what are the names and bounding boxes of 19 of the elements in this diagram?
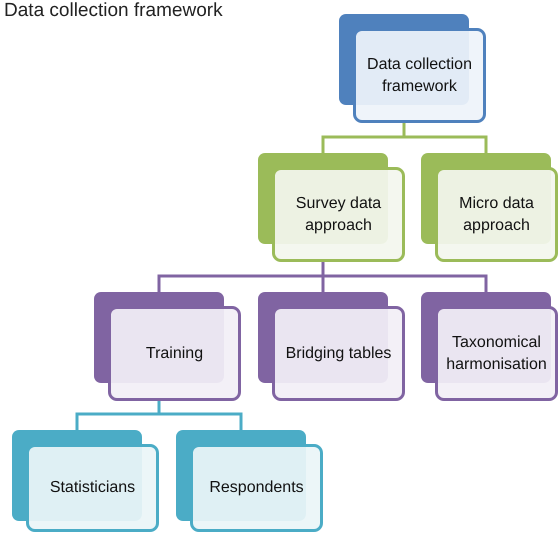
- connector-line: [158, 401, 242, 430]
- stacked-card: [12, 430, 159, 532]
- stacked-card: [176, 430, 323, 532]
- card-label: Training: [146, 344, 204, 364]
- stacked-card: [94, 292, 241, 401]
- stacked-card: [339, 14, 486, 123]
- card-label: Survey data approach: [294, 194, 382, 236]
- card-label: Statisticians: [50, 478, 136, 498]
- card-label: Bridging tables: [286, 344, 392, 364]
- card-label: Taxonomical harmonisation: [445, 332, 548, 374]
- stacked-card: [421, 153, 558, 262]
- stacked-card: [258, 292, 405, 401]
- stacked-card: [421, 292, 558, 401]
- card-label: Data collection framework: [366, 54, 473, 96]
- card-label: Respondents: [209, 478, 304, 498]
- diagram-title: Data collection framework: [4, 0, 223, 22]
- connector-line: [402, 123, 488, 153]
- card-label: Micro data approach: [458, 194, 535, 236]
- stacked-card: [258, 153, 405, 262]
